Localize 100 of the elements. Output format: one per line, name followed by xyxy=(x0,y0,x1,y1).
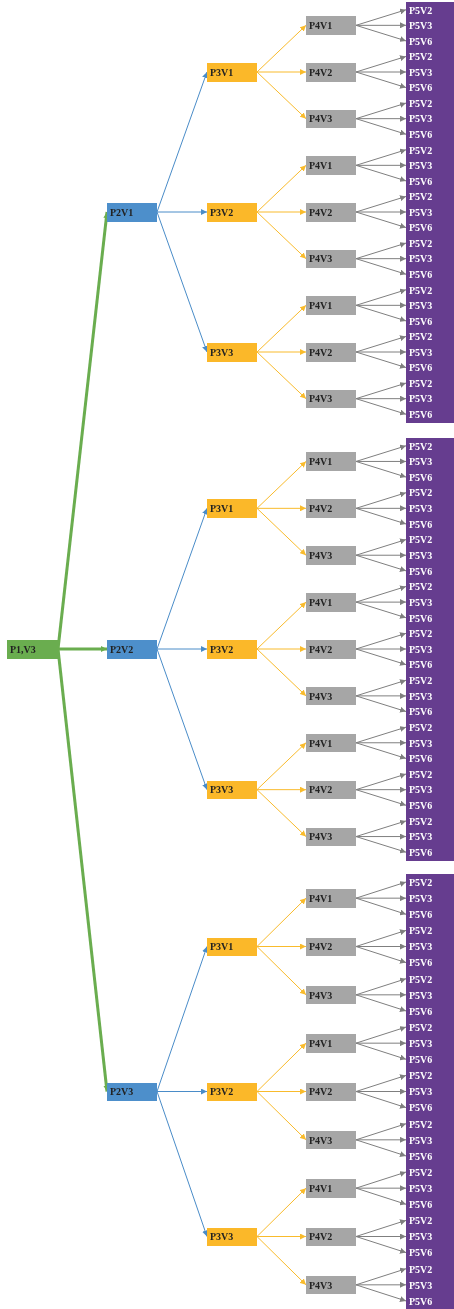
arrow xyxy=(355,211,407,229)
arrow xyxy=(355,1122,407,1141)
level-5-cell: P5V2 xyxy=(406,874,454,891)
arrow xyxy=(256,601,307,650)
level-5-cell: P5V3 xyxy=(406,594,454,611)
arrow xyxy=(355,395,407,402)
level-2-box: P2V1 xyxy=(107,203,157,222)
arrow xyxy=(355,1284,407,1302)
arrow xyxy=(256,1091,307,1141)
arrow xyxy=(256,505,307,512)
level-4-box: P4V1 xyxy=(306,452,356,472)
level-5-cell: P5V3 xyxy=(406,1035,454,1052)
level-5-cell: P5V6 xyxy=(406,1196,454,1213)
arrow xyxy=(256,786,307,793)
level-5-cell: P5V3 xyxy=(406,1180,454,1197)
level-3-box: P3V2 xyxy=(207,640,257,659)
level-5-cell: P5V3 xyxy=(406,688,454,705)
level-2-box: P2V3 xyxy=(107,1082,157,1102)
root-box: P1,V3 xyxy=(7,640,58,659)
level-4-box: P4V1 xyxy=(306,296,356,315)
level-4-box: P4V1 xyxy=(306,1034,356,1053)
level-2-box: P2V2 xyxy=(107,640,157,659)
level-3-box: P3V1 xyxy=(207,499,257,518)
arrow xyxy=(355,1219,407,1237)
arrow xyxy=(355,833,407,840)
level-4-box: P4V2 xyxy=(306,499,356,518)
arrow xyxy=(256,1088,307,1095)
arrow xyxy=(355,1267,407,1286)
arrow xyxy=(256,946,307,996)
level-5-cell: P5V2 xyxy=(406,1019,454,1036)
level-4-box: P4V3 xyxy=(306,985,356,1005)
arrow xyxy=(355,195,407,213)
level-4-box: P4V2 xyxy=(306,937,356,957)
level-4-box: P4V1 xyxy=(306,733,356,753)
arrow xyxy=(355,255,407,262)
arrow xyxy=(355,692,407,699)
arrow xyxy=(256,789,307,838)
level-5-cell: P5V6 xyxy=(406,797,454,814)
arrow xyxy=(355,881,407,899)
level-5-cell: P5V2 xyxy=(406,719,454,736)
level-5-cell: P5V6 xyxy=(406,516,454,533)
arrow xyxy=(355,836,407,854)
arrow xyxy=(256,1236,307,1286)
arrow xyxy=(355,1233,407,1240)
arrow xyxy=(355,946,407,964)
arrow xyxy=(355,1088,407,1095)
arrow xyxy=(355,726,407,744)
level-4-box: P4V3 xyxy=(306,249,356,269)
arrow xyxy=(156,209,208,215)
level-5-cell: P5V2 xyxy=(406,142,454,159)
arrow xyxy=(355,71,407,89)
arrow xyxy=(355,1171,407,1189)
level-5-cell: P5V2 xyxy=(406,375,454,392)
arrow xyxy=(355,288,407,306)
arrow xyxy=(58,646,107,652)
arrow xyxy=(355,585,407,603)
arrow xyxy=(355,162,407,169)
level-5-cell: P5V6 xyxy=(406,906,454,923)
arrow xyxy=(355,258,407,276)
level-4-box: P4V2 xyxy=(306,343,356,362)
arrow xyxy=(256,897,307,947)
arrow xyxy=(355,742,407,760)
level-5-cell: P5V6 xyxy=(406,33,454,50)
arrow xyxy=(355,1074,407,1092)
level-3-box: P3V1 xyxy=(207,937,257,957)
level-5-cell: P5V6 xyxy=(406,1051,454,1068)
level-4-box: P4V3 xyxy=(306,686,356,706)
level-5-cell: P5V3 xyxy=(406,1228,454,1246)
arrow xyxy=(256,209,307,215)
arrow xyxy=(256,349,307,355)
level-4-box: P4V2 xyxy=(306,640,356,659)
level-4-box: P4V3 xyxy=(306,546,356,565)
level-5-cell: P5V3 xyxy=(406,890,454,907)
arrow xyxy=(355,398,407,416)
level-5-cell: P5V3 xyxy=(406,64,454,81)
arrow xyxy=(355,1026,407,1044)
level-5-cell: P5V3 xyxy=(406,938,454,956)
arrow xyxy=(355,102,407,120)
arrow xyxy=(355,335,407,353)
level-4-box: P4V2 xyxy=(306,780,356,800)
arrow xyxy=(355,351,407,369)
arrow xyxy=(355,991,407,998)
level-5-cell: P5V2 xyxy=(406,766,454,783)
level-4-box: P4V3 xyxy=(306,1275,356,1295)
arrow xyxy=(355,897,407,916)
arrow xyxy=(256,507,307,556)
arrow xyxy=(355,632,407,650)
level-5-cell: P5V6 xyxy=(406,313,454,330)
arrow xyxy=(156,1088,208,1095)
arrow xyxy=(355,601,407,619)
arrow xyxy=(355,786,407,793)
level-4-box: P4V3 xyxy=(306,389,356,409)
arrow xyxy=(355,242,407,260)
arrow xyxy=(355,929,407,947)
level-4-box: P4V3 xyxy=(306,827,356,847)
arrow xyxy=(355,1091,407,1109)
level-4-box: P4V3 xyxy=(306,109,356,129)
arrow xyxy=(355,1136,407,1143)
arrow xyxy=(355,115,407,122)
arrow xyxy=(355,22,407,29)
